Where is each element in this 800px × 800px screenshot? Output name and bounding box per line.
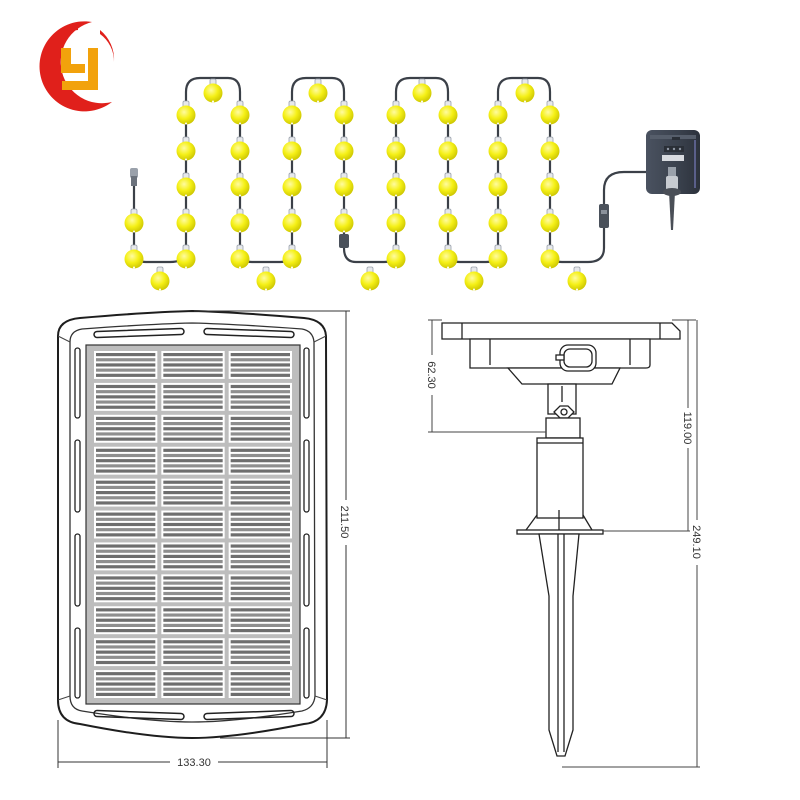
end-plug-icon <box>130 168 138 186</box>
mid-connector-icon <box>339 234 349 248</box>
flange-height-label: 119.00 <box>681 412 693 445</box>
side-view-drawing <box>441 322 681 757</box>
head-height-label: 62.30 <box>425 361 437 389</box>
panel-height-label: 211.50 <box>338 506 350 539</box>
solar-control-box <box>646 130 700 230</box>
side-dimension-lines <box>428 319 700 768</box>
wire <box>132 76 346 264</box>
brand-logo <box>39 21 115 112</box>
string-lights <box>124 76 660 291</box>
bulbs <box>124 78 587 291</box>
solar-cells <box>94 351 292 698</box>
panel-width-label: 133.30 <box>177 757 211 769</box>
logo-letter-icon <box>61 48 98 90</box>
panel-dimension-width <box>57 720 328 768</box>
box-connector-icon <box>599 204 609 228</box>
total-height-label: 249.10 <box>690 525 702 559</box>
solar-panel-top-view <box>57 309 329 740</box>
panel-dimension-height <box>194 310 350 739</box>
